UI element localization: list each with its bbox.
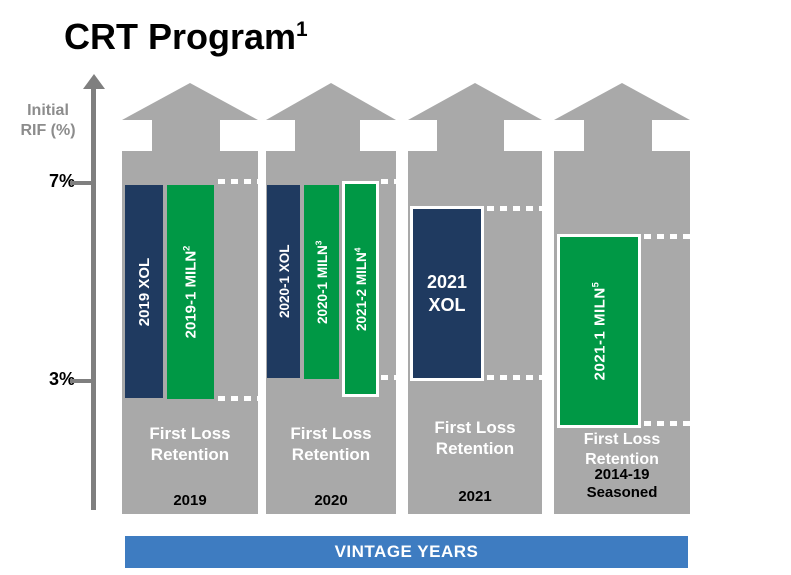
- y-axis-tick-mark-3: [70, 379, 93, 383]
- up-arrow-neck: [294, 119, 360, 152]
- page-title: CRT Program1: [64, 16, 308, 58]
- first-loss-retention-label: First Loss Retention: [149, 424, 231, 464]
- dotted-level-line: [644, 234, 690, 239]
- y-axis-tick-mark-7: [70, 181, 93, 185]
- tranche-bar-2021-2-miln: 2021-2 MILN4: [342, 181, 379, 397]
- year-label-2014-19-seasoned: 2014-19 Seasoned: [586, 466, 658, 501]
- page-title-text: CRT Program: [64, 16, 297, 57]
- y-axis-label: Initial RIF (%): [20, 102, 76, 139]
- y-axis-tick-label-7: 7%: [49, 171, 76, 191]
- first-loss-retention-label: First Loss Retention: [290, 424, 372, 464]
- y-axis-tick-label-3: 3%: [49, 369, 76, 389]
- tranche-bar-2021-xol: 2021 XOL: [410, 206, 484, 381]
- title-footnote-marker: 1: [296, 18, 308, 41]
- first-loss-retention-label: First Loss Retention: [583, 431, 661, 468]
- first-loss-retention-label: First Loss Retention: [434, 418, 516, 458]
- tranche-bar-label: 2021 XOL: [426, 272, 468, 315]
- vintage-years-banner: VINTAGE YEARS: [125, 536, 688, 568]
- dotted-level-line: [487, 375, 544, 380]
- tranche-bar-2021-1-miln: 2021-1 MILN5: [557, 234, 641, 428]
- year-label-2019: 2019: [173, 492, 207, 509]
- y-axis-line: [91, 88, 96, 510]
- tranche-bar-label: 2021-1 MILN5: [590, 281, 608, 381]
- dotted-level-line: [381, 179, 405, 184]
- tranche-bar-label: 2019-1 MILN2: [181, 245, 200, 339]
- tranche-bar-label: 2021-2 MILN4: [352, 247, 369, 331]
- dotted-level-line: [218, 396, 266, 401]
- up-arrow-neck: [437, 119, 505, 152]
- footnote-marker: 5: [590, 281, 600, 288]
- footnote-marker: 3: [313, 240, 324, 245]
- dotted-level-line: [487, 206, 542, 211]
- vintage-years-banner-label: VINTAGE YEARS: [334, 542, 479, 561]
- dotted-level-line: [381, 375, 407, 380]
- y-axis-arrow-icon: [83, 74, 105, 89]
- footnote-marker: 2: [181, 245, 192, 251]
- up-arrow-head-icon: [408, 83, 542, 120]
- footnote-marker: 4: [352, 247, 363, 252]
- up-arrow-neck: [151, 119, 220, 152]
- dotted-level-line: [644, 421, 696, 426]
- dotted-level-line: [218, 179, 258, 184]
- tranche-bar-2020-1-miln: 2020-1 MILN3: [304, 185, 339, 379]
- up-arrow-head-icon: [266, 83, 396, 120]
- up-arrow-head-icon: [554, 83, 690, 120]
- tranche-bar-2019-xol: 2019 XOL: [125, 185, 163, 398]
- tranche-bar-2019-1-miln: 2019-1 MILN2: [167, 185, 214, 399]
- up-arrow-head-icon: [122, 83, 258, 120]
- year-label-2021: 2021: [458, 488, 492, 505]
- tranche-bar-label: 2020-1 MILN3: [313, 240, 330, 324]
- tranche-bar-2020-1-xol: 2020-1 XOL: [267, 185, 300, 378]
- tranche-bar-label: 2019 XOL: [136, 257, 153, 326]
- year-label-2020: 2020: [314, 492, 348, 509]
- up-arrow-neck: [583, 119, 652, 152]
- tranche-bar-label: 2020-1 XOL: [276, 244, 292, 319]
